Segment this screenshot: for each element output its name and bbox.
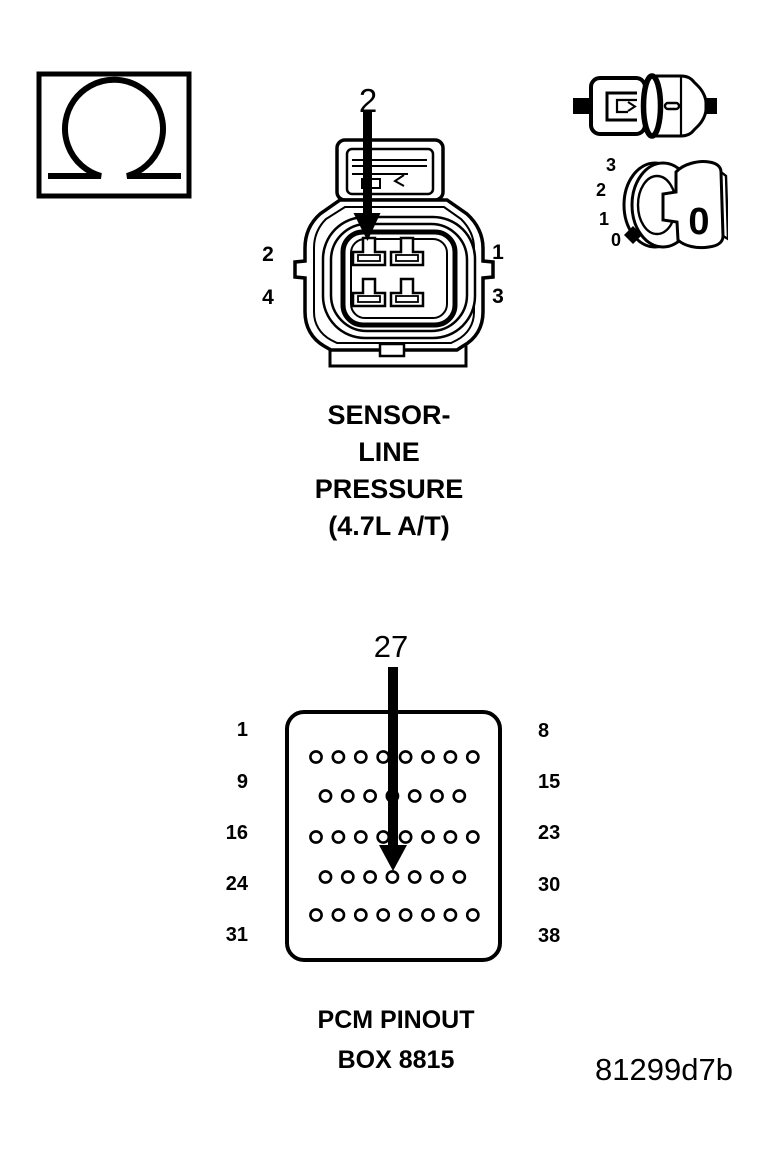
- omega-icon: [48, 76, 181, 179]
- pin-label-bottom-right: 3: [492, 285, 504, 308]
- pcm-row-label-left-9: 9: [236, 771, 248, 793]
- pcm-pin-circle: [398, 750, 413, 764]
- sensor-caption-line-3: PRESSURE: [314, 474, 464, 504]
- pin-3-terminal: [389, 277, 425, 308]
- connector-body-inner-line: [313, 206, 475, 344]
- pcm-pinout-graphic: [285, 667, 502, 962]
- pcm-pin-circle: [363, 870, 377, 884]
- pcm-pin-circle: [465, 830, 480, 844]
- pcm-pin-circle: [331, 830, 346, 844]
- pin-label-bottom-left: 4: [262, 286, 274, 309]
- ignition-pos-2: 2: [596, 180, 606, 200]
- pcm-pin-circle: [443, 908, 458, 922]
- ohmmeter-symbol-icon: [36, 71, 192, 199]
- pcm-probe-arrow: [379, 667, 407, 871]
- connector-terminal-pins: [351, 236, 425, 308]
- pcm-pin-circle: [430, 789, 444, 803]
- pin-2-terminal: [351, 236, 387, 267]
- pcm-pin-circle: [318, 870, 333, 884]
- sensor-caption-line-1: SENSOR-: [327, 400, 451, 430]
- ignition-key-position-label: 0: [688, 201, 709, 243]
- ignition-position-marker: [624, 226, 642, 244]
- pcm-caption: PCM PINOUT BOX 8815: [296, 1000, 496, 1080]
- figure-code: 81299d7b: [595, 1052, 733, 1087]
- pcm-row-label-left-16: 16: [225, 822, 248, 844]
- pcm-pin-circle: [309, 750, 323, 764]
- pcm-pin-circle: [421, 750, 435, 764]
- connector-cavity: [340, 229, 458, 328]
- pcm-pin-circle: [340, 870, 355, 884]
- pcm-row-label-right-23: 23: [538, 822, 561, 844]
- pin-1-terminal: [389, 236, 425, 267]
- pcm-pin-circle: [309, 830, 323, 844]
- pcm-row-label-right-8: 8: [538, 720, 550, 742]
- pcm-pin-circle: [376, 750, 391, 764]
- pcm-caption-line-1: PCM PINOUT: [317, 1006, 475, 1034]
- pcm-pin-circle: [385, 870, 400, 884]
- pcm-pin-circle: [443, 750, 458, 764]
- pcm-pin-circle: [331, 750, 346, 764]
- pcm-pin-circle: [363, 789, 377, 803]
- pin-4-terminal: [351, 277, 387, 308]
- pcm-pin-circle: [452, 870, 467, 884]
- pin-label-top-left: 2: [262, 243, 274, 266]
- disconnect-connector-icon: [573, 73, 717, 139]
- pcm-pin-circle: [430, 870, 444, 884]
- pcm-row-label-left-24: 24: [225, 873, 248, 895]
- pcm-pin-circle: [443, 830, 458, 844]
- sensor-caption-line-4: (4.7L A/T): [328, 511, 450, 541]
- pcm-pin-circle: [407, 789, 422, 803]
- pcm-pin-circle: [398, 830, 413, 844]
- connector-cavity-inner-line: [350, 238, 448, 319]
- pcm-pin-circle: [407, 870, 422, 884]
- pcm-pin-circle: [465, 750, 480, 764]
- key-head: [661, 160, 725, 250]
- pcm-caption-line-2: BOX 8815: [337, 1046, 455, 1074]
- sensor-probe-arrow: [353, 112, 381, 241]
- pcm-pin-circle: [353, 830, 368, 844]
- pcm-pin-circle: [309, 908, 323, 922]
- pcm-pin-circle: [452, 789, 467, 803]
- connector-latch-inner: [345, 147, 435, 196]
- pcm-pin-circle: [421, 908, 435, 922]
- pcm-pin-circle: [340, 789, 355, 803]
- pcm-pin-circle: [465, 908, 480, 922]
- pin-label-top-right: 1: [492, 241, 504, 264]
- pcm-pin-circle: [398, 908, 413, 922]
- ignition-pos-3: 3: [606, 155, 616, 175]
- ignition-pos-1: 1: [599, 209, 609, 229]
- pcm-pin-circle: [318, 789, 333, 803]
- connector-bottom-notch: [378, 342, 406, 358]
- pcm-pin-circle: [421, 830, 435, 844]
- pcm-pin-circle: [331, 908, 346, 922]
- pcm-pin-circle: [376, 908, 391, 922]
- sensor-caption: SENSOR- LINE PRESSURE (4.7L A/T): [289, 397, 489, 545]
- ignition-pos-0: 0: [611, 230, 621, 250]
- pcm-pin-circle: [353, 908, 368, 922]
- pcm-probe-arrow-label: 27: [373, 629, 409, 664]
- pcm-row-label-right-30: 30: [538, 874, 561, 896]
- ignition-position-scale: 3 2 1 0: [596, 155, 621, 250]
- pcm-row-label-right-38: 38: [538, 925, 561, 947]
- sensor-probe-arrow-label: 2: [358, 82, 378, 119]
- pcm-row-label-left-31: 31: [225, 924, 248, 946]
- pcm-pin-circle: [353, 750, 368, 764]
- sensor-connector-graphic: [293, 112, 495, 368]
- pcm-row-label-left-1: 1: [236, 719, 248, 741]
- pcm-row-label-right-15: 15: [538, 771, 561, 793]
- ignition-key-off-icon: 0 3 2 1 0: [596, 155, 728, 250]
- pcm-pin-circle: [376, 830, 391, 844]
- sensor-caption-line-2: LINE: [358, 437, 420, 467]
